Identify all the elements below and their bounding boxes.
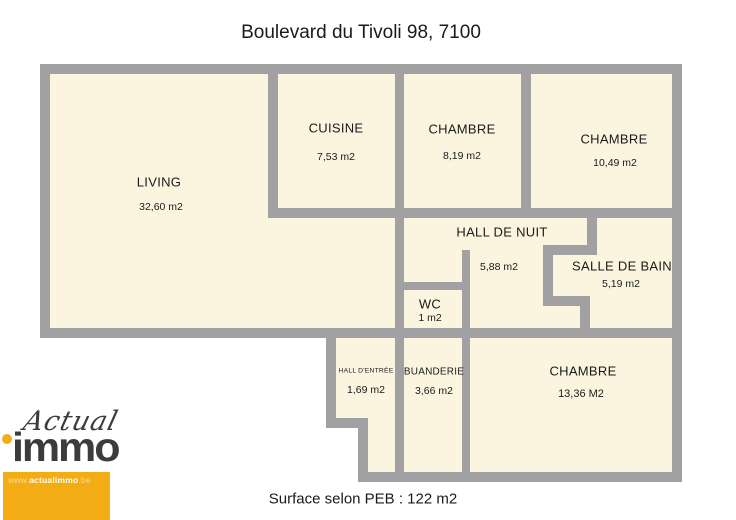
floor-upper-section (50, 74, 672, 328)
floor-lower-section-step (368, 428, 672, 472)
room-name-cuisine: CUISINE (308, 120, 364, 136)
wall-hall-top (268, 208, 682, 218)
room-area-hall-de-nuit: 5,88 m2 (480, 261, 518, 273)
page-title: Boulevard du Tivoli 98, 7100 (241, 22, 481, 43)
room-name-living: LIVING (136, 174, 182, 190)
room-name-buanderie: BUANDERIE (403, 366, 465, 378)
room-area-salle-de-bain: 5,19 m2 (602, 278, 640, 290)
room-area-living: 32,60 m2 (139, 201, 183, 213)
wall-mid-divider (40, 328, 682, 338)
room-name-salle-de-bain: SALLE DE BAIN (572, 258, 672, 274)
logo-dot-icon (2, 434, 12, 444)
wall-center-vertical (395, 64, 404, 472)
wall-wc-top (395, 282, 470, 290)
floor-lower-section (336, 338, 672, 428)
wall-outer-top (40, 64, 682, 74)
logo-url-name: actualimmo (29, 475, 79, 485)
wall-living-cuisine (268, 64, 278, 218)
wall-entry-step-horizontal (326, 418, 368, 428)
room-area-wc: 1 m2 (418, 312, 442, 324)
wall-bath-top (543, 245, 597, 255)
room-name-hall-entree: HALL D'ENTRÉE (338, 367, 394, 375)
room-area-hall-entree: 1,69 m2 (347, 384, 385, 396)
room-area-buanderie: 3,66 m2 (415, 385, 453, 397)
room-name-chambre-3: CHAMBRE (549, 363, 617, 379)
room-name-chambre-2: CHAMBRE (580, 131, 648, 147)
wall-bath-left (543, 245, 553, 306)
wall-outer-left (40, 64, 50, 338)
wall-bath-notch-horizontal (543, 296, 590, 306)
room-name-hall-de-nuit: HALL DE NUIT (456, 224, 548, 240)
wall-bath-notch-vertical (580, 296, 590, 338)
surface-note: Surface selon PEB : 122 m2 (268, 490, 458, 508)
room-name-wc: WC (418, 296, 442, 312)
wall-entry-step-vertical (358, 428, 368, 482)
wall-lower-left (326, 328, 336, 426)
logo-url-tld: .be (78, 475, 91, 485)
room-area-cuisine: 7,53 m2 (317, 151, 355, 163)
logo-url-www: www. (8, 475, 30, 485)
wall-wc-right (462, 250, 470, 472)
logo-url-text: www.actualimmo.be (3, 472, 110, 485)
wall-outer-right (672, 64, 682, 482)
room-area-chambre-2: 10,49 m2 (593, 157, 637, 169)
wall-bath-step-vertical (587, 208, 597, 255)
room-area-chambre-1: 8,19 m2 (443, 150, 481, 162)
logo-word-text: immo (12, 424, 121, 470)
room-name-chambre-1: CHAMBRE (428, 121, 496, 137)
wall-outer-bottom (358, 472, 682, 482)
logo-url-band: www.actualimmo.be (3, 472, 110, 520)
room-area-chambre-3: 13,36 M2 (558, 388, 604, 400)
wall-chambre1-chambre2 (521, 64, 531, 218)
